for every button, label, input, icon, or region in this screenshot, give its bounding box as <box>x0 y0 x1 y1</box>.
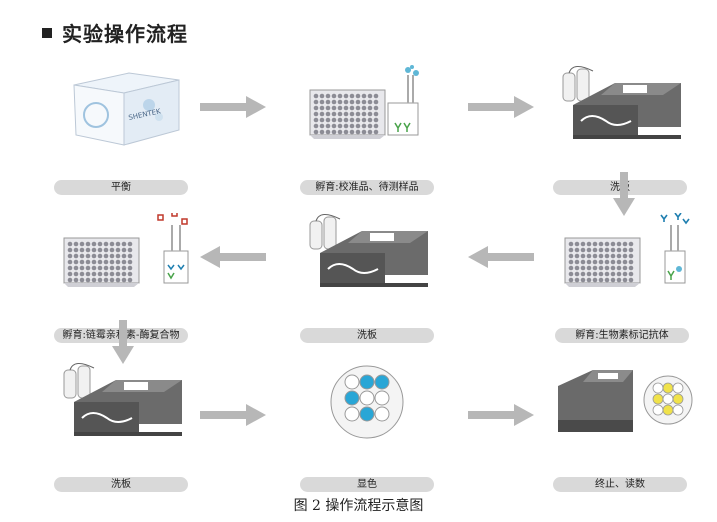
step-label: 孵育:校准品、待测样品 <box>300 180 434 195</box>
plate-reader-icon <box>558 370 693 432</box>
color-wells-icon <box>330 365 404 439</box>
arrow-right-icon <box>200 404 266 426</box>
section-title-text: 实验操作流程 <box>62 22 188 46</box>
microplate-icon <box>309 65 419 139</box>
bullet-square-icon <box>42 27 52 38</box>
figure-caption: 图 2 操作流程示意图 <box>293 498 424 514</box>
arrow-down-icon <box>112 320 134 364</box>
step-label: 终止、读数 <box>553 477 687 492</box>
step-label: 洗板 <box>54 477 188 492</box>
step-9-stop-and-read: 终止、读数 <box>553 362 693 492</box>
step-7-wash: 洗板 <box>54 362 194 492</box>
plate-washer-icon <box>309 214 428 287</box>
plate-washer-icon <box>562 66 681 139</box>
arrow-left-icon <box>468 246 534 268</box>
step-label: 显色 <box>300 477 434 492</box>
microplate-icon <box>63 213 189 287</box>
arrow-right-icon <box>468 404 534 426</box>
plate-washer-icon <box>63 363 182 436</box>
arrow-right-icon <box>200 96 266 118</box>
step-1-balance: SHENTEK 平衡 <box>54 65 194 195</box>
step-2-incubate-samples: 孵育:校准品、待测样品 <box>300 65 440 195</box>
kit-box-icon: SHENTEK <box>73 72 180 146</box>
arrow-left-icon <box>200 246 266 268</box>
arrow-right-icon <box>468 96 534 118</box>
step-label: 洗板 <box>300 328 434 343</box>
step-label: 孵育:生物素标记抗体 <box>555 328 689 343</box>
section-title: 实验操作流程 <box>42 18 188 47</box>
microplate-icon <box>564 213 690 287</box>
step-5-wash: 洗板 <box>300 213 440 343</box>
step-8-color-development: 显色 <box>300 362 440 492</box>
arrow-down-icon <box>613 172 635 216</box>
step-4-incubate-biotin-antibody: 孵育:生物素标记抗体 <box>555 213 695 343</box>
step-label: 平衡 <box>54 180 188 195</box>
